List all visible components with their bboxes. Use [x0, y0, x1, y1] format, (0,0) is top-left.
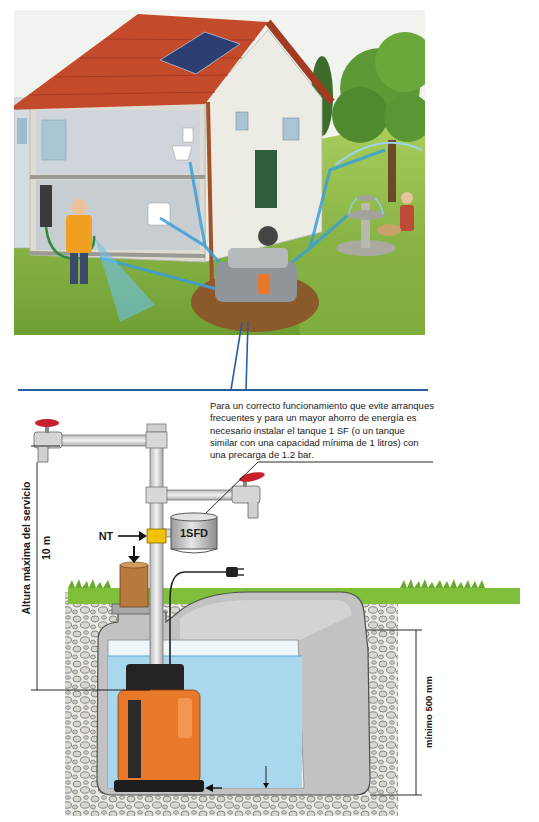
- roof: [14, 14, 268, 110]
- window: [283, 118, 299, 140]
- dog: [377, 224, 401, 236]
- person-head: [71, 199, 87, 215]
- water-level: [108, 655, 302, 656]
- separator-line: [18, 389, 428, 391]
- arrow-head: [263, 783, 269, 788]
- fountain-bowl: [347, 210, 385, 220]
- upper-room: [36, 110, 200, 174]
- grass-blades: [400, 579, 485, 588]
- tank-lid: [228, 248, 288, 268]
- floor-slab: [30, 175, 205, 179]
- person-leg: [80, 250, 88, 284]
- tee-fitting: [146, 432, 167, 448]
- plug: [226, 567, 238, 577]
- toilet: [172, 146, 192, 160]
- tap-handle: [35, 419, 59, 427]
- roof-edge: [268, 22, 332, 102]
- pump-stripe: [128, 700, 141, 778]
- pump-body: [118, 690, 200, 784]
- window: [42, 120, 66, 160]
- lower-room: [36, 180, 200, 250]
- water: [108, 656, 302, 788]
- tank-bottom: [171, 549, 217, 553]
- tap-body: [232, 486, 260, 503]
- dimension-tick: [31, 446, 60, 447]
- roof-tile-line: [30, 92, 215, 95]
- plug-pin: [238, 568, 244, 569]
- house-illustration: [14, 10, 425, 335]
- tank-label: 1SFD: [170, 512, 218, 554]
- pressure-tank: 1SFD: [170, 512, 218, 554]
- dimension-label: mínimo 500 mm: [423, 676, 435, 748]
- sprinkler-spray: [335, 143, 422, 165]
- lawn-patch: [290, 237, 425, 335]
- dimension-label: Altura máxima del servicio: [20, 481, 34, 614]
- cutaway-wall: [30, 100, 205, 262]
- pump-handle: [178, 698, 192, 738]
- pump-base: [114, 780, 204, 792]
- pipe-cap: [147, 424, 166, 432]
- leader-line: [204, 462, 433, 515]
- suction-arrow: [212, 787, 222, 788]
- hose-reel: [258, 226, 278, 246]
- tree-foliage: [375, 32, 425, 92]
- fountain-water: [349, 198, 383, 214]
- pointer-arrow: [118, 535, 140, 537]
- note-text: Para un correcto funcionamiento que evit…: [210, 400, 434, 462]
- plug-pin: [238, 574, 244, 575]
- person-head: [401, 192, 413, 204]
- tree-foliage: [384, 94, 425, 142]
- tree-trunk: [388, 140, 396, 202]
- water-spray: [95, 238, 155, 322]
- inflow-arrow: [133, 546, 135, 557]
- dimension-label: 10 m: [40, 536, 54, 560]
- dimension-line: [37, 462, 38, 690]
- fountain-column: [361, 203, 370, 248]
- fountain-bowl: [357, 195, 375, 201]
- water-pipe: [310, 150, 385, 248]
- inlet-pipe: [120, 565, 148, 607]
- house-side-wall: [14, 98, 32, 248]
- pump-motor: [126, 664, 184, 694]
- tank-cutaway: [108, 640, 304, 788]
- arrow-head: [139, 531, 147, 541]
- tap-spout: [38, 447, 48, 462]
- pump-small: [258, 274, 270, 294]
- arrow-head: [128, 556, 140, 563]
- person-torso: [400, 205, 414, 231]
- person-torso: [66, 215, 92, 253]
- tree-foliage: [332, 87, 388, 143]
- tank-lid: [180, 600, 352, 640]
- tap-spout: [248, 502, 258, 518]
- detail-link: [231, 322, 242, 390]
- riser-pipe: [150, 428, 163, 670]
- water-pipe: [190, 162, 205, 246]
- arrow-head: [205, 784, 213, 792]
- dimension-tick: [366, 630, 422, 631]
- storage-tank: [97, 592, 370, 795]
- solar-panel: [160, 32, 240, 74]
- grass-blades: [68, 579, 111, 588]
- person-leg: [70, 250, 78, 284]
- detail-link: [246, 322, 248, 390]
- horizontal-pipe: [60, 435, 152, 446]
- non-return-valve: [147, 529, 166, 543]
- dimension-label: NT: [99, 529, 114, 543]
- window: [236, 112, 248, 130]
- dimension-tick: [31, 690, 150, 691]
- window: [17, 118, 27, 144]
- dimension-tick: [370, 795, 422, 796]
- door: [255, 150, 277, 208]
- toilet-tank: [183, 128, 193, 142]
- roof-tile-line: [55, 75, 228, 77]
- power-cable: [170, 572, 228, 665]
- dimension-line: [416, 630, 417, 795]
- garden-post: [40, 185, 52, 227]
- roof-tile-line: [105, 39, 255, 40]
- gravel-pit: [65, 592, 398, 816]
- tank-cap: [171, 513, 217, 521]
- tee-fitting: [146, 487, 167, 503]
